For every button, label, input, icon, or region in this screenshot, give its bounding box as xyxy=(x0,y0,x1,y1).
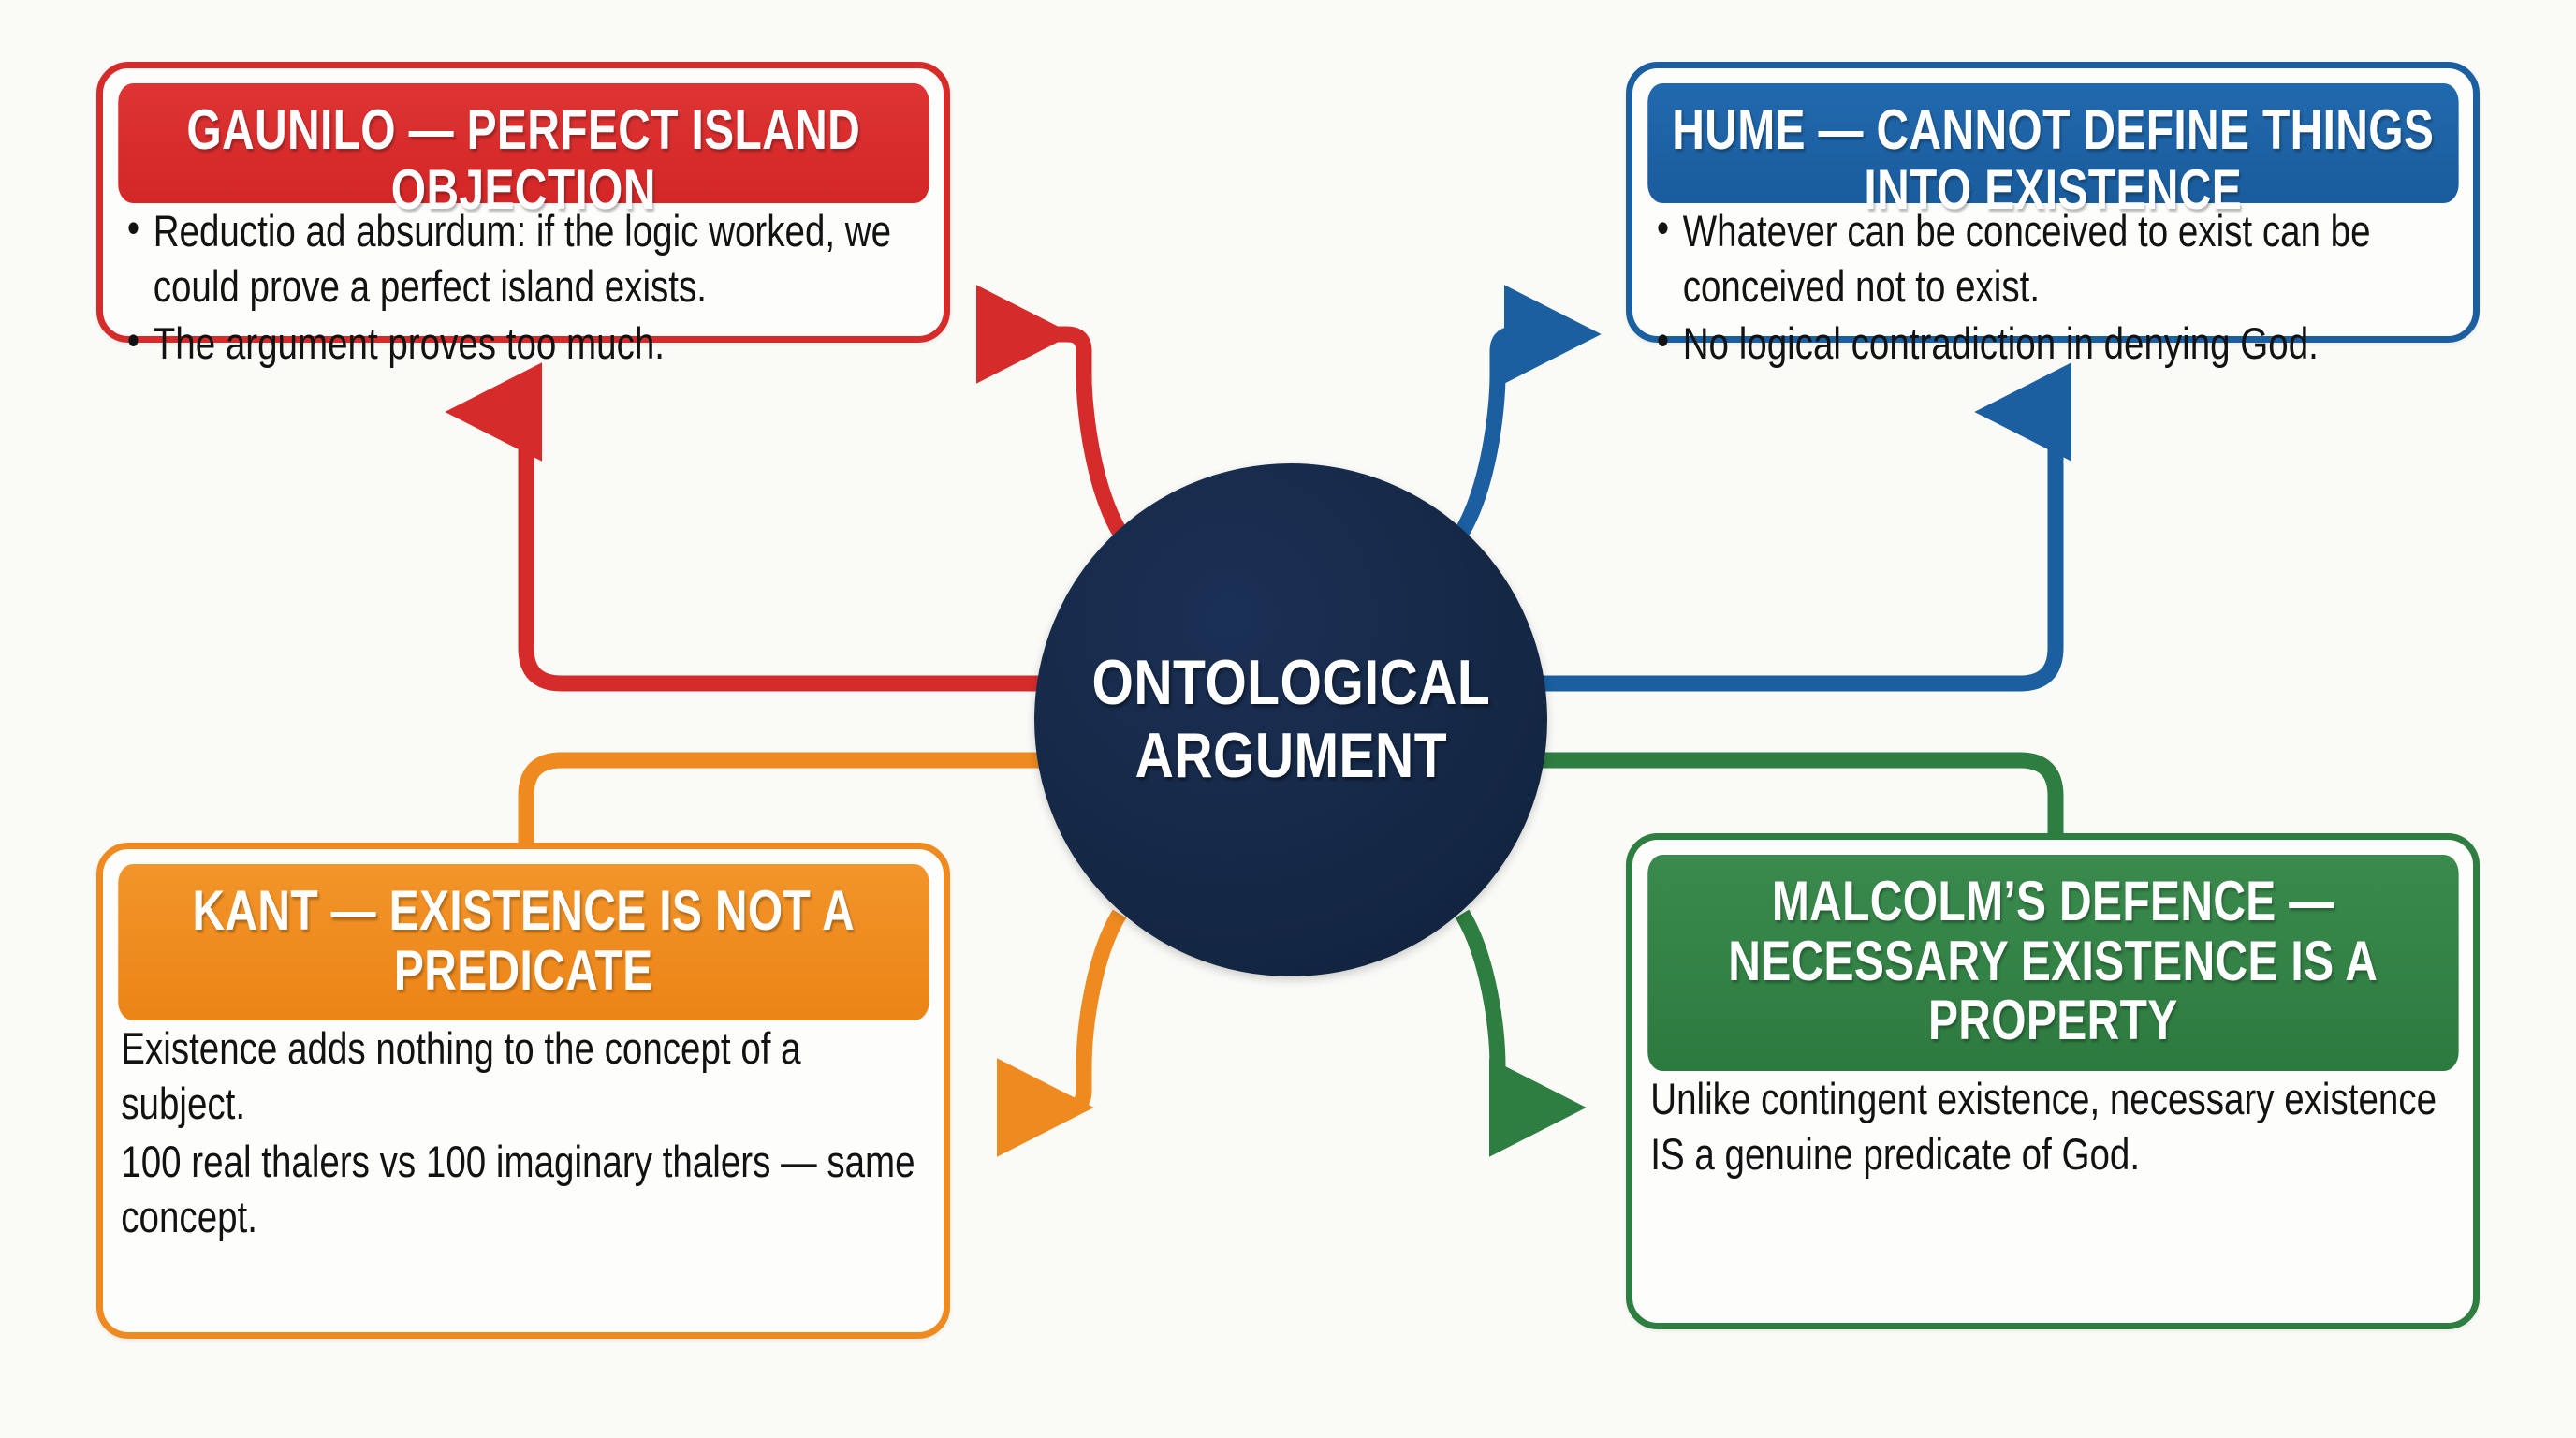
connector-hub-to-malcolm-top xyxy=(1543,752,2136,950)
card-kant-title: KANT — EXISTENCE IS NOT A PREDICATE xyxy=(118,864,929,1021)
card-malcolm-title: MALCOLM’S DEFENCE — NECESSARY EXISTENCE … xyxy=(1647,855,2458,1071)
card-malcolm-points: Unlike contingent existence, necessary e… xyxy=(1647,1071,2458,1306)
connector-hub-to-malcolm-left xyxy=(1455,909,1587,1157)
card-hume-points: Whatever can be conceived to exist can b… xyxy=(1647,201,2458,374)
list-item: Existence adds nothing to the concept of… xyxy=(121,1023,801,1129)
list-item: The argument proves too much. xyxy=(118,314,929,371)
list-item: Unlike contingent existence, necessary e… xyxy=(1650,1073,2437,1179)
hub-label: ONTOLOGICAL ARGUMENT xyxy=(1091,647,1490,791)
connector-hub-to-hume-bottom xyxy=(1543,362,2071,692)
connector-hub-to-gaunilo-right xyxy=(976,285,1127,536)
card-gaunilo-points: Reductio ad absurdum: if the logic worke… xyxy=(118,201,929,374)
card-malcolm[interactable]: MALCOLM’S DEFENCE — NECESSARY EXISTENCE … xyxy=(1626,833,2480,1329)
card-kant[interactable]: KANT — EXISTENCE IS NOT A PREDICATE Exis… xyxy=(96,843,950,1339)
card-gaunilo-title: GAUNILO — PERFECT ISLAND OBJECTION xyxy=(118,83,929,219)
connector-hub-to-gaunilo-bottom xyxy=(445,362,1039,692)
connector-hub-to-kant-right xyxy=(997,909,1127,1157)
connector-hub-to-hume-left xyxy=(1455,285,1602,536)
list-item: Whatever can be conceived to exist can b… xyxy=(1647,201,2458,314)
connector-hub-to-kant-top xyxy=(508,752,1039,960)
list-item: Reductio ad absurdum: if the logic worke… xyxy=(118,201,929,314)
card-hume-title: HUME — CANNOT DEFINE THINGS INTO EXISTEN… xyxy=(1647,83,2458,219)
card-hume[interactable]: HUME — CANNOT DEFINE THINGS INTO EXISTEN… xyxy=(1626,62,2480,369)
list-item: No logical contradiction in denying God. xyxy=(1647,314,2458,371)
hub-circle[interactable]: ONTOLOGICAL ARGUMENT xyxy=(1034,463,1547,976)
card-gaunilo[interactable]: GAUNILO — PERFECT ISLAND OBJECTION Reduc… xyxy=(96,62,950,369)
list-item: 100 real thalers vs 100 imaginary thaler… xyxy=(121,1136,915,1241)
card-kant-points: Existence adds nothing to the concept of… xyxy=(118,1020,929,1315)
